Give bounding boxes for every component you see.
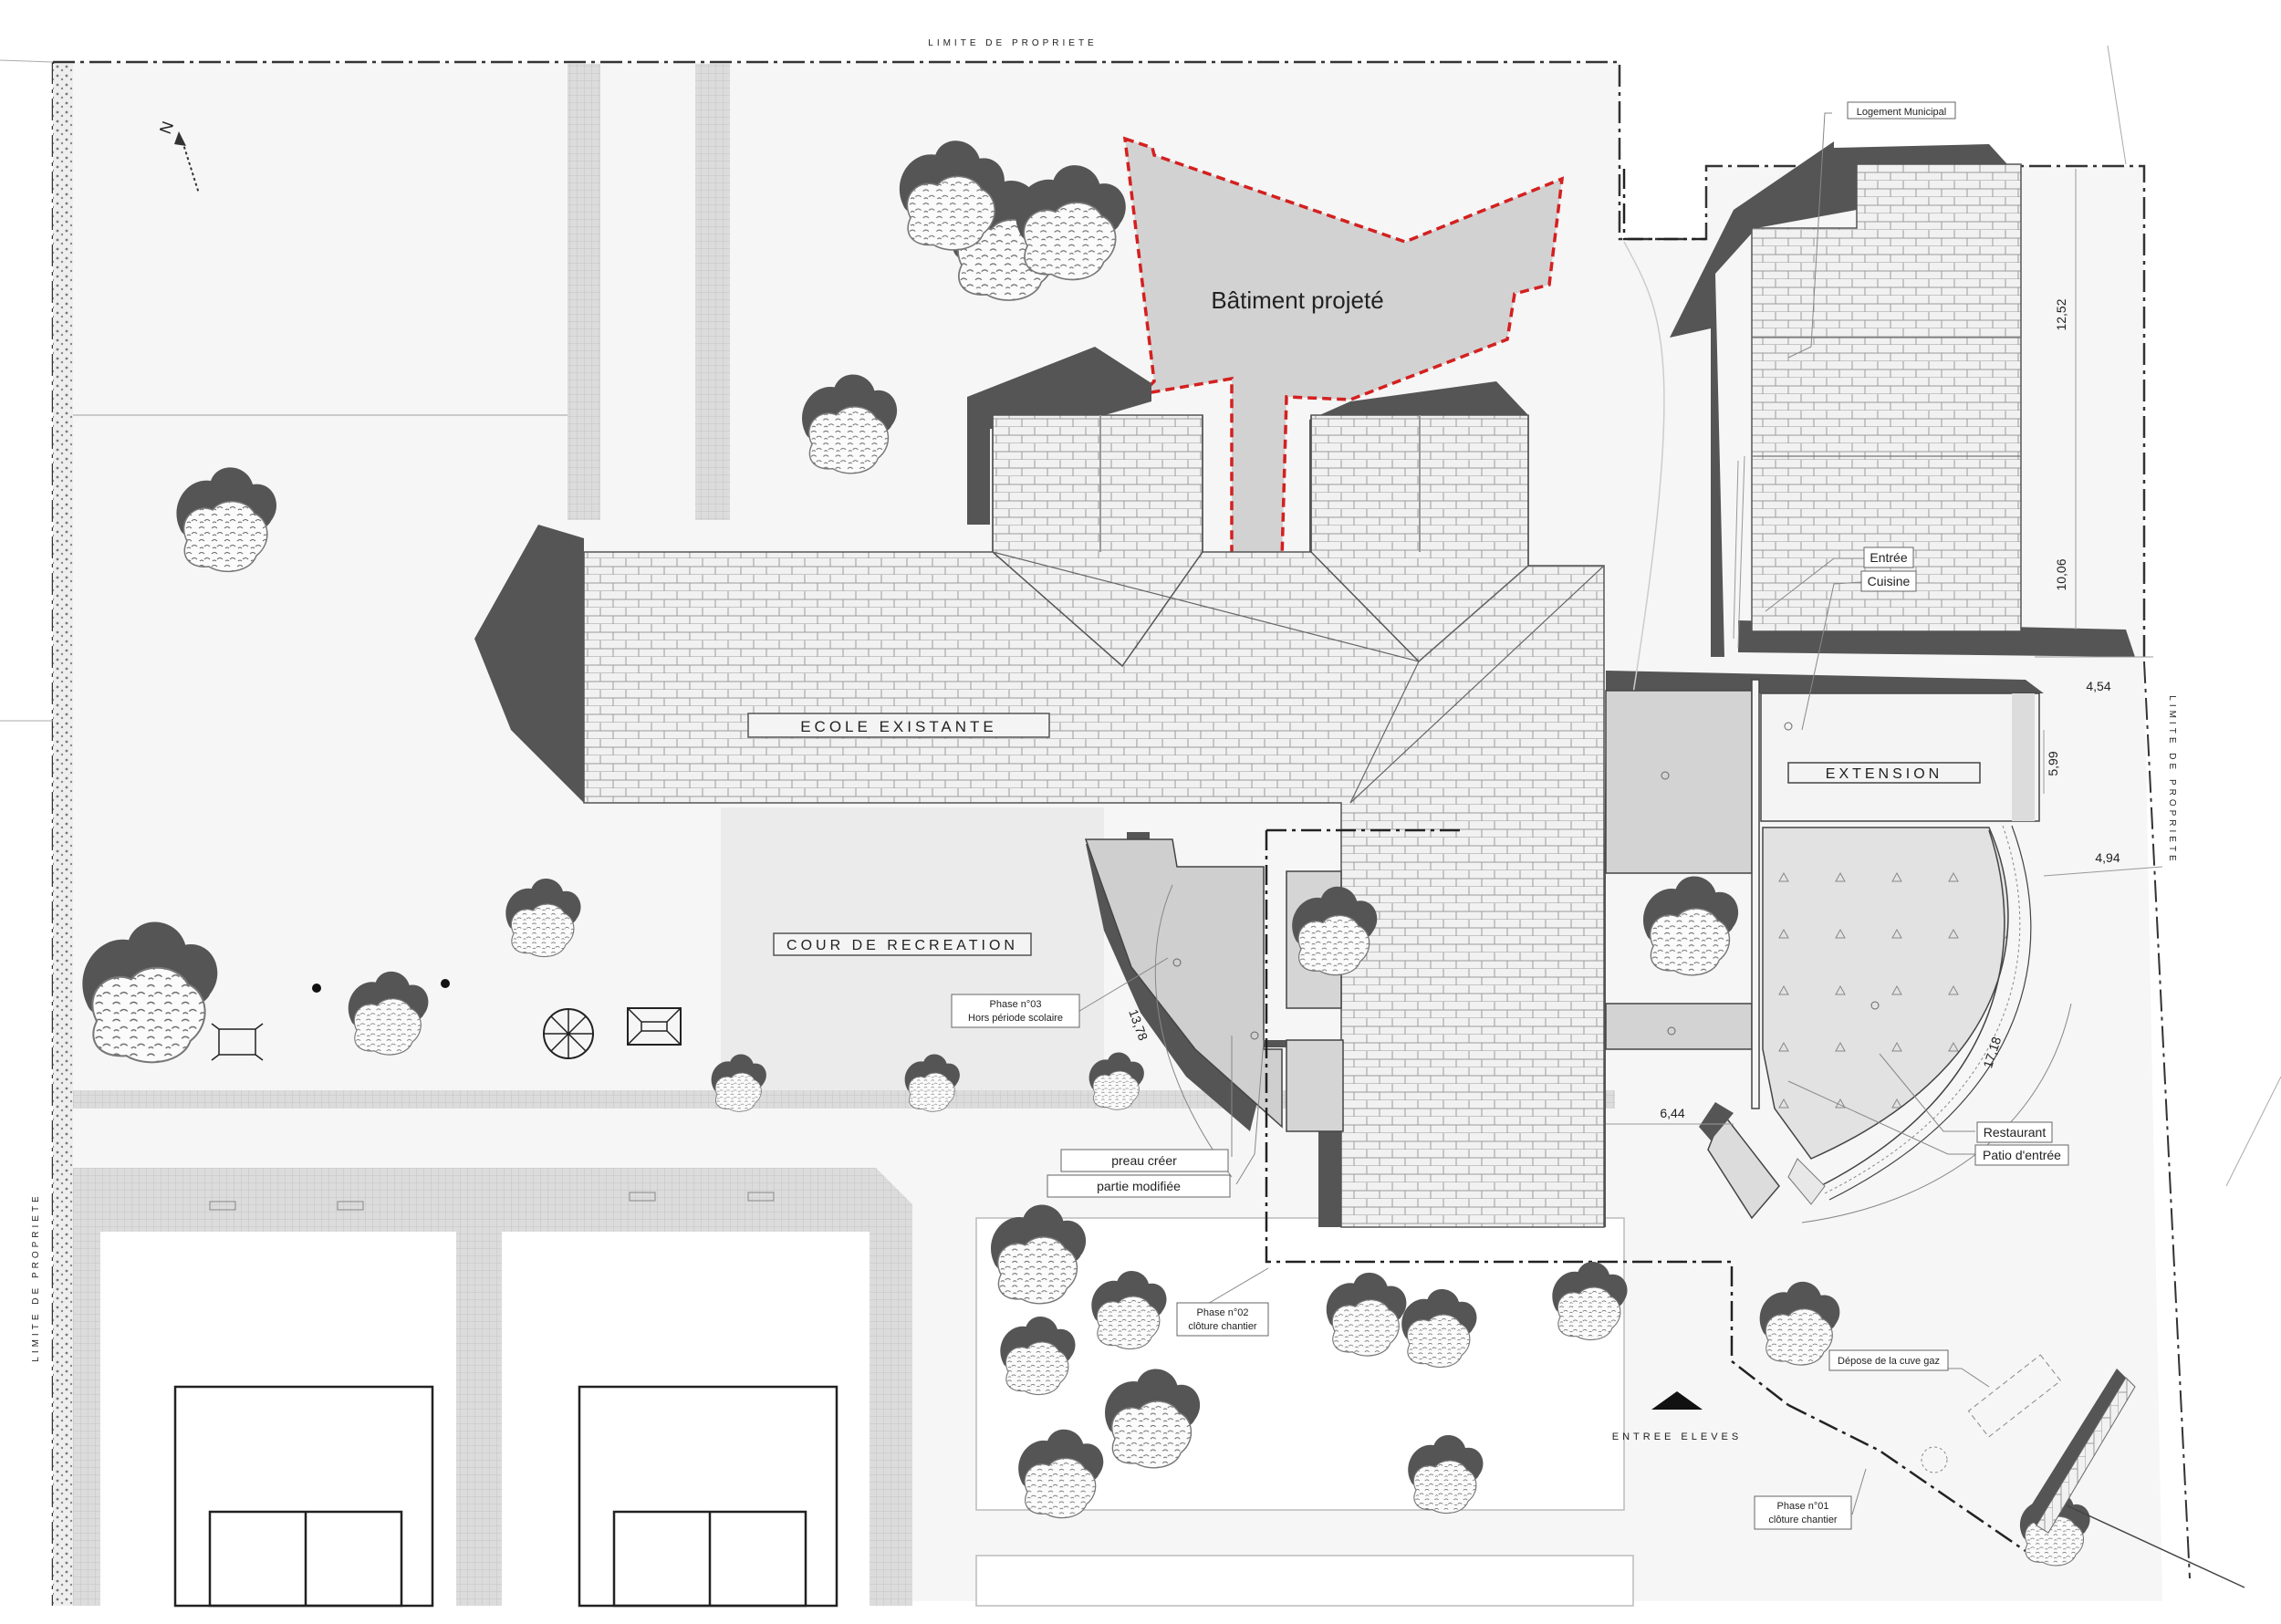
phase3-title: Phase n°03	[990, 999, 1042, 1010]
bench-icon	[211, 1023, 264, 1061]
property-limit-right-label: LIMITE DE PROPRIETE	[2167, 695, 2177, 864]
extension-label: EXTENSION	[1826, 766, 1942, 782]
cuisine-label: Cuisine	[1868, 574, 1911, 588]
students-entrance-label: ENTREE ELEVES	[1612, 1431, 1742, 1442]
restaurant-label: Restaurant	[1984, 1125, 2047, 1140]
phase3-subtitle: Hors période scolaire	[968, 1013, 1063, 1024]
existing-school-label: ECOLE EXISTANTE	[800, 718, 997, 735]
sandbox-icon	[627, 1007, 682, 1046]
projected-building-label: Bâtiment projeté	[1211, 286, 1383, 314]
phase1-title: Phase n°01	[1777, 1501, 1829, 1512]
dim-4-94: 4,94	[2095, 850, 2120, 865]
merry-go-round-icon	[543, 1008, 594, 1059]
dim-12-52: 12,52	[2054, 298, 2068, 330]
phase2-subtitle: clôture chantier	[1188, 1321, 1257, 1332]
municipal-housing-label: Logement Municipal	[1857, 107, 1946, 118]
phase1-subtitle: clôture chantier	[1768, 1515, 1838, 1525]
municipal-housing-roof	[1751, 163, 2022, 632]
dim-6-44: 6,44	[1660, 1106, 1684, 1120]
playground-label: COUR DE RECREATION	[786, 938, 1018, 953]
preau-label: preau créer	[1111, 1153, 1177, 1168]
property-limit-left-label: LIMITE DE PROPRIETE	[31, 1192, 41, 1361]
phase2-title: Phase n°02	[1197, 1307, 1249, 1318]
gas-tank-label: Dépose de la cuve gaz	[1838, 1356, 1940, 1367]
dim-5-99: 5,99	[2046, 751, 2060, 776]
partie-modifiee-label: partie modifiée	[1097, 1179, 1181, 1193]
dim-10-06: 10,06	[2054, 558, 2068, 590]
patio-label: Patio d'entrée	[1983, 1148, 2061, 1162]
property-limit-top-label: LIMITE DE PROPRIETE	[928, 38, 1097, 48]
entree-label: Entrée	[1870, 550, 1907, 565]
projected-building-footprint	[1122, 136, 1565, 561]
north-arrow-label: N	[156, 119, 177, 136]
dim-4-54: 4,54	[2086, 679, 2110, 693]
